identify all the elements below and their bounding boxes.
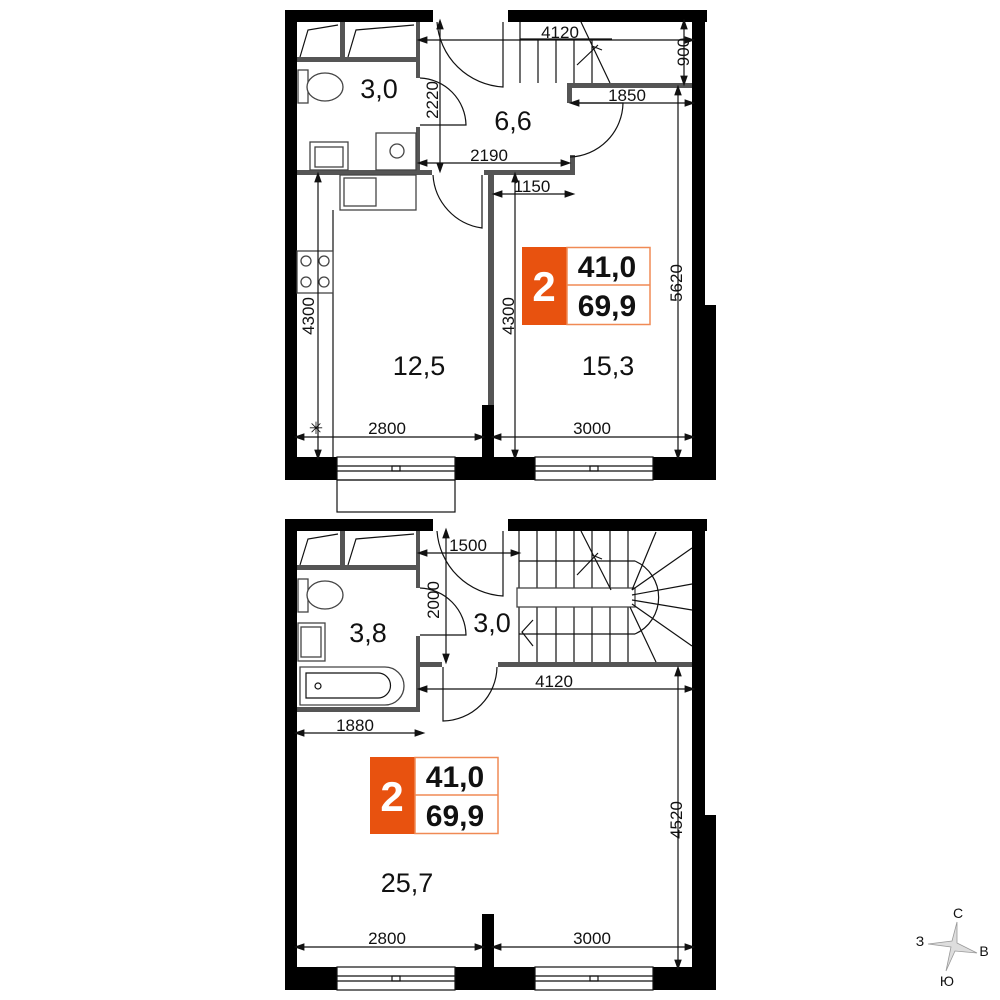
dim-4300: 4300 (299, 297, 318, 335)
doors (419, 21, 624, 229)
total-area: 69,9 (578, 290, 636, 323)
compass: С В Ю З (916, 905, 989, 989)
washing-machine (375, 132, 417, 171)
living-area: 41,0 (578, 251, 636, 284)
dim-4120: 4120 (535, 672, 573, 691)
toilet (297, 578, 344, 613)
closet (299, 533, 415, 566)
room-area-bathroom: 3,0 (360, 74, 398, 104)
compass-north: С (953, 905, 963, 921)
room-area-hall: 3,0 (473, 608, 511, 638)
dim-4120: 4120 (541, 23, 579, 42)
dim-2000: 2000 (424, 581, 443, 619)
window (534, 966, 654, 991)
dim-1880: 1880 (336, 716, 374, 735)
inner-walls (297, 22, 692, 405)
window (336, 966, 456, 991)
sink (309, 141, 349, 171)
bathtub (299, 666, 405, 706)
dim-2190: 2190 (470, 146, 508, 165)
room-count: 2 (532, 263, 555, 310)
dim-900: 900 (674, 38, 693, 66)
dim-3000: 3000 (573, 419, 611, 438)
room-count: 2 (380, 773, 403, 820)
compass-east: В (979, 943, 988, 959)
dim-4520: 4520 (667, 801, 686, 839)
compass-south: Ю (940, 973, 954, 989)
dim-2220: 2220 (423, 81, 442, 119)
dim-1150: 1150 (514, 177, 551, 196)
dim-4300: 4300 (499, 297, 518, 335)
room-area-hall: 6,6 (494, 106, 532, 136)
floor-upper-plan: 4120 900 1850 2220 2190 1150 5620 4300 4… (285, 10, 716, 513)
sink (297, 622, 326, 662)
outer-walls (285, 519, 716, 990)
room-area-bedroom: 15,3 (582, 351, 635, 381)
closet (299, 24, 415, 58)
living-area: 41,0 (426, 761, 484, 794)
dim-5620: 5620 (667, 264, 686, 302)
outer-walls (285, 10, 716, 480)
vent-icon: ✳ (309, 419, 323, 438)
window (534, 456, 654, 481)
toilet (297, 69, 344, 104)
dim-1850: 1850 (608, 86, 646, 105)
dim-3000: 3000 (573, 929, 611, 948)
total-area: 69,9 (426, 800, 484, 833)
dim-1500: 1500 (449, 536, 487, 555)
dim-2800: 2800 (368, 419, 406, 438)
room-area-bathroom: 3,8 (349, 618, 387, 648)
doors (419, 530, 504, 722)
inner-walls (297, 531, 692, 712)
dim-2800: 2800 (368, 929, 406, 948)
staircase (516, 530, 693, 663)
apartment-badge: 2 41,0 69,9 (370, 756, 499, 835)
compass-star-icon (927, 921, 978, 972)
floor-lower-plan: 1500 2000 4120 4520 1880 2800 3000 3,8 3… (285, 519, 716, 991)
compass-west: З (916, 933, 924, 949)
room-area-living: 25,7 (381, 868, 434, 898)
room-area-kitchen: 12,5 (393, 351, 446, 381)
window (336, 456, 456, 513)
apartment-badge: 2 41,0 69,9 (522, 246, 651, 326)
